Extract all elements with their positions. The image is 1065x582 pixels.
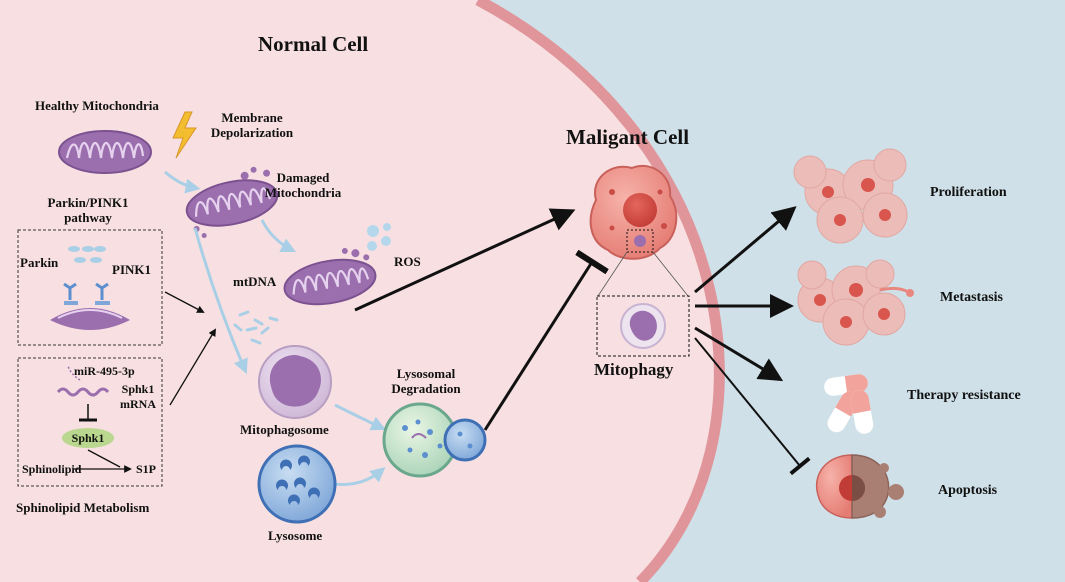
lysosome-icon xyxy=(257,444,337,524)
outcome-apoptosis-label: Apoptosis xyxy=(938,483,998,498)
proliferation-icon xyxy=(793,148,908,244)
healthy-mitochondria-label: Healthy Mitochondria xyxy=(35,98,159,113)
sphk1-arrow xyxy=(169,328,217,406)
lightning-icon xyxy=(172,111,197,159)
lysosomal-degradation-icon xyxy=(382,402,487,478)
lysosome-label: Lysosome xyxy=(268,528,323,543)
s1p-label: S1P xyxy=(136,462,157,476)
ros-label: ROS xyxy=(394,254,421,269)
normal-cell-membrane xyxy=(475,0,725,582)
sphk1-enzyme xyxy=(62,428,114,448)
sphinolipid-box xyxy=(17,357,163,487)
mtdna-to-malignant-arrow xyxy=(354,208,576,312)
metastasis-icon xyxy=(797,259,914,346)
proliferation-arrow xyxy=(694,206,797,294)
sphk1-label: Sphk1 xyxy=(71,431,105,445)
mtdna-fragments-icon xyxy=(233,310,279,345)
sphinolipid-metabolism-label: Sphinolipid Metabolism xyxy=(16,500,150,515)
pathway-arrow xyxy=(164,291,205,313)
pink1-label: PINK1 xyxy=(112,262,151,277)
zoom-line-right xyxy=(652,251,689,297)
outcome-metastasis-label: Metastasis xyxy=(940,290,1003,305)
parkin-pink1-box xyxy=(17,229,163,346)
mitophagosome-label: Mitophagosome xyxy=(240,422,329,437)
therapy-resistance-arrow xyxy=(694,326,784,382)
mitophagy-zoom-box xyxy=(596,295,690,357)
malignant-cell-icon xyxy=(589,165,689,297)
zoom-line-left xyxy=(597,251,628,297)
sphk1-catalysis xyxy=(87,449,121,468)
sphk1-mrna-icon xyxy=(56,387,110,397)
ros-mitochondria-icon xyxy=(279,247,381,312)
apoptosis-inhibition xyxy=(694,337,811,476)
degradation-inhibits-malignant xyxy=(483,249,609,431)
mtdna-label: mtDNA xyxy=(233,274,277,289)
mirna-icon xyxy=(67,365,81,381)
mirna-label: miR-495-3p xyxy=(74,364,135,378)
ros-bubbles-icon xyxy=(367,223,391,251)
outcome-therapy-resistance-label: Therapy resistance xyxy=(907,388,1021,403)
flow-arrows xyxy=(164,170,387,486)
healthy-mitochondria-icon xyxy=(57,129,153,175)
parkin-label: Parkin xyxy=(20,255,59,270)
mitophagy-label: Mitophagy xyxy=(594,360,674,379)
outcome-proliferation-label: Proliferation xyxy=(930,185,1007,200)
parkin-pink1-icon xyxy=(50,246,130,330)
sphinolipid-label: Sphinolipid xyxy=(22,462,82,476)
therapy-resistance-icon xyxy=(824,374,874,434)
mitophagy-mito-icon xyxy=(629,310,657,341)
mitophagosome-icon xyxy=(258,345,332,419)
malignant-cell-title: Maligant Cell xyxy=(566,125,690,149)
normal-cell-title: Normal Cell xyxy=(258,32,369,56)
apoptosis-icon xyxy=(815,454,904,519)
